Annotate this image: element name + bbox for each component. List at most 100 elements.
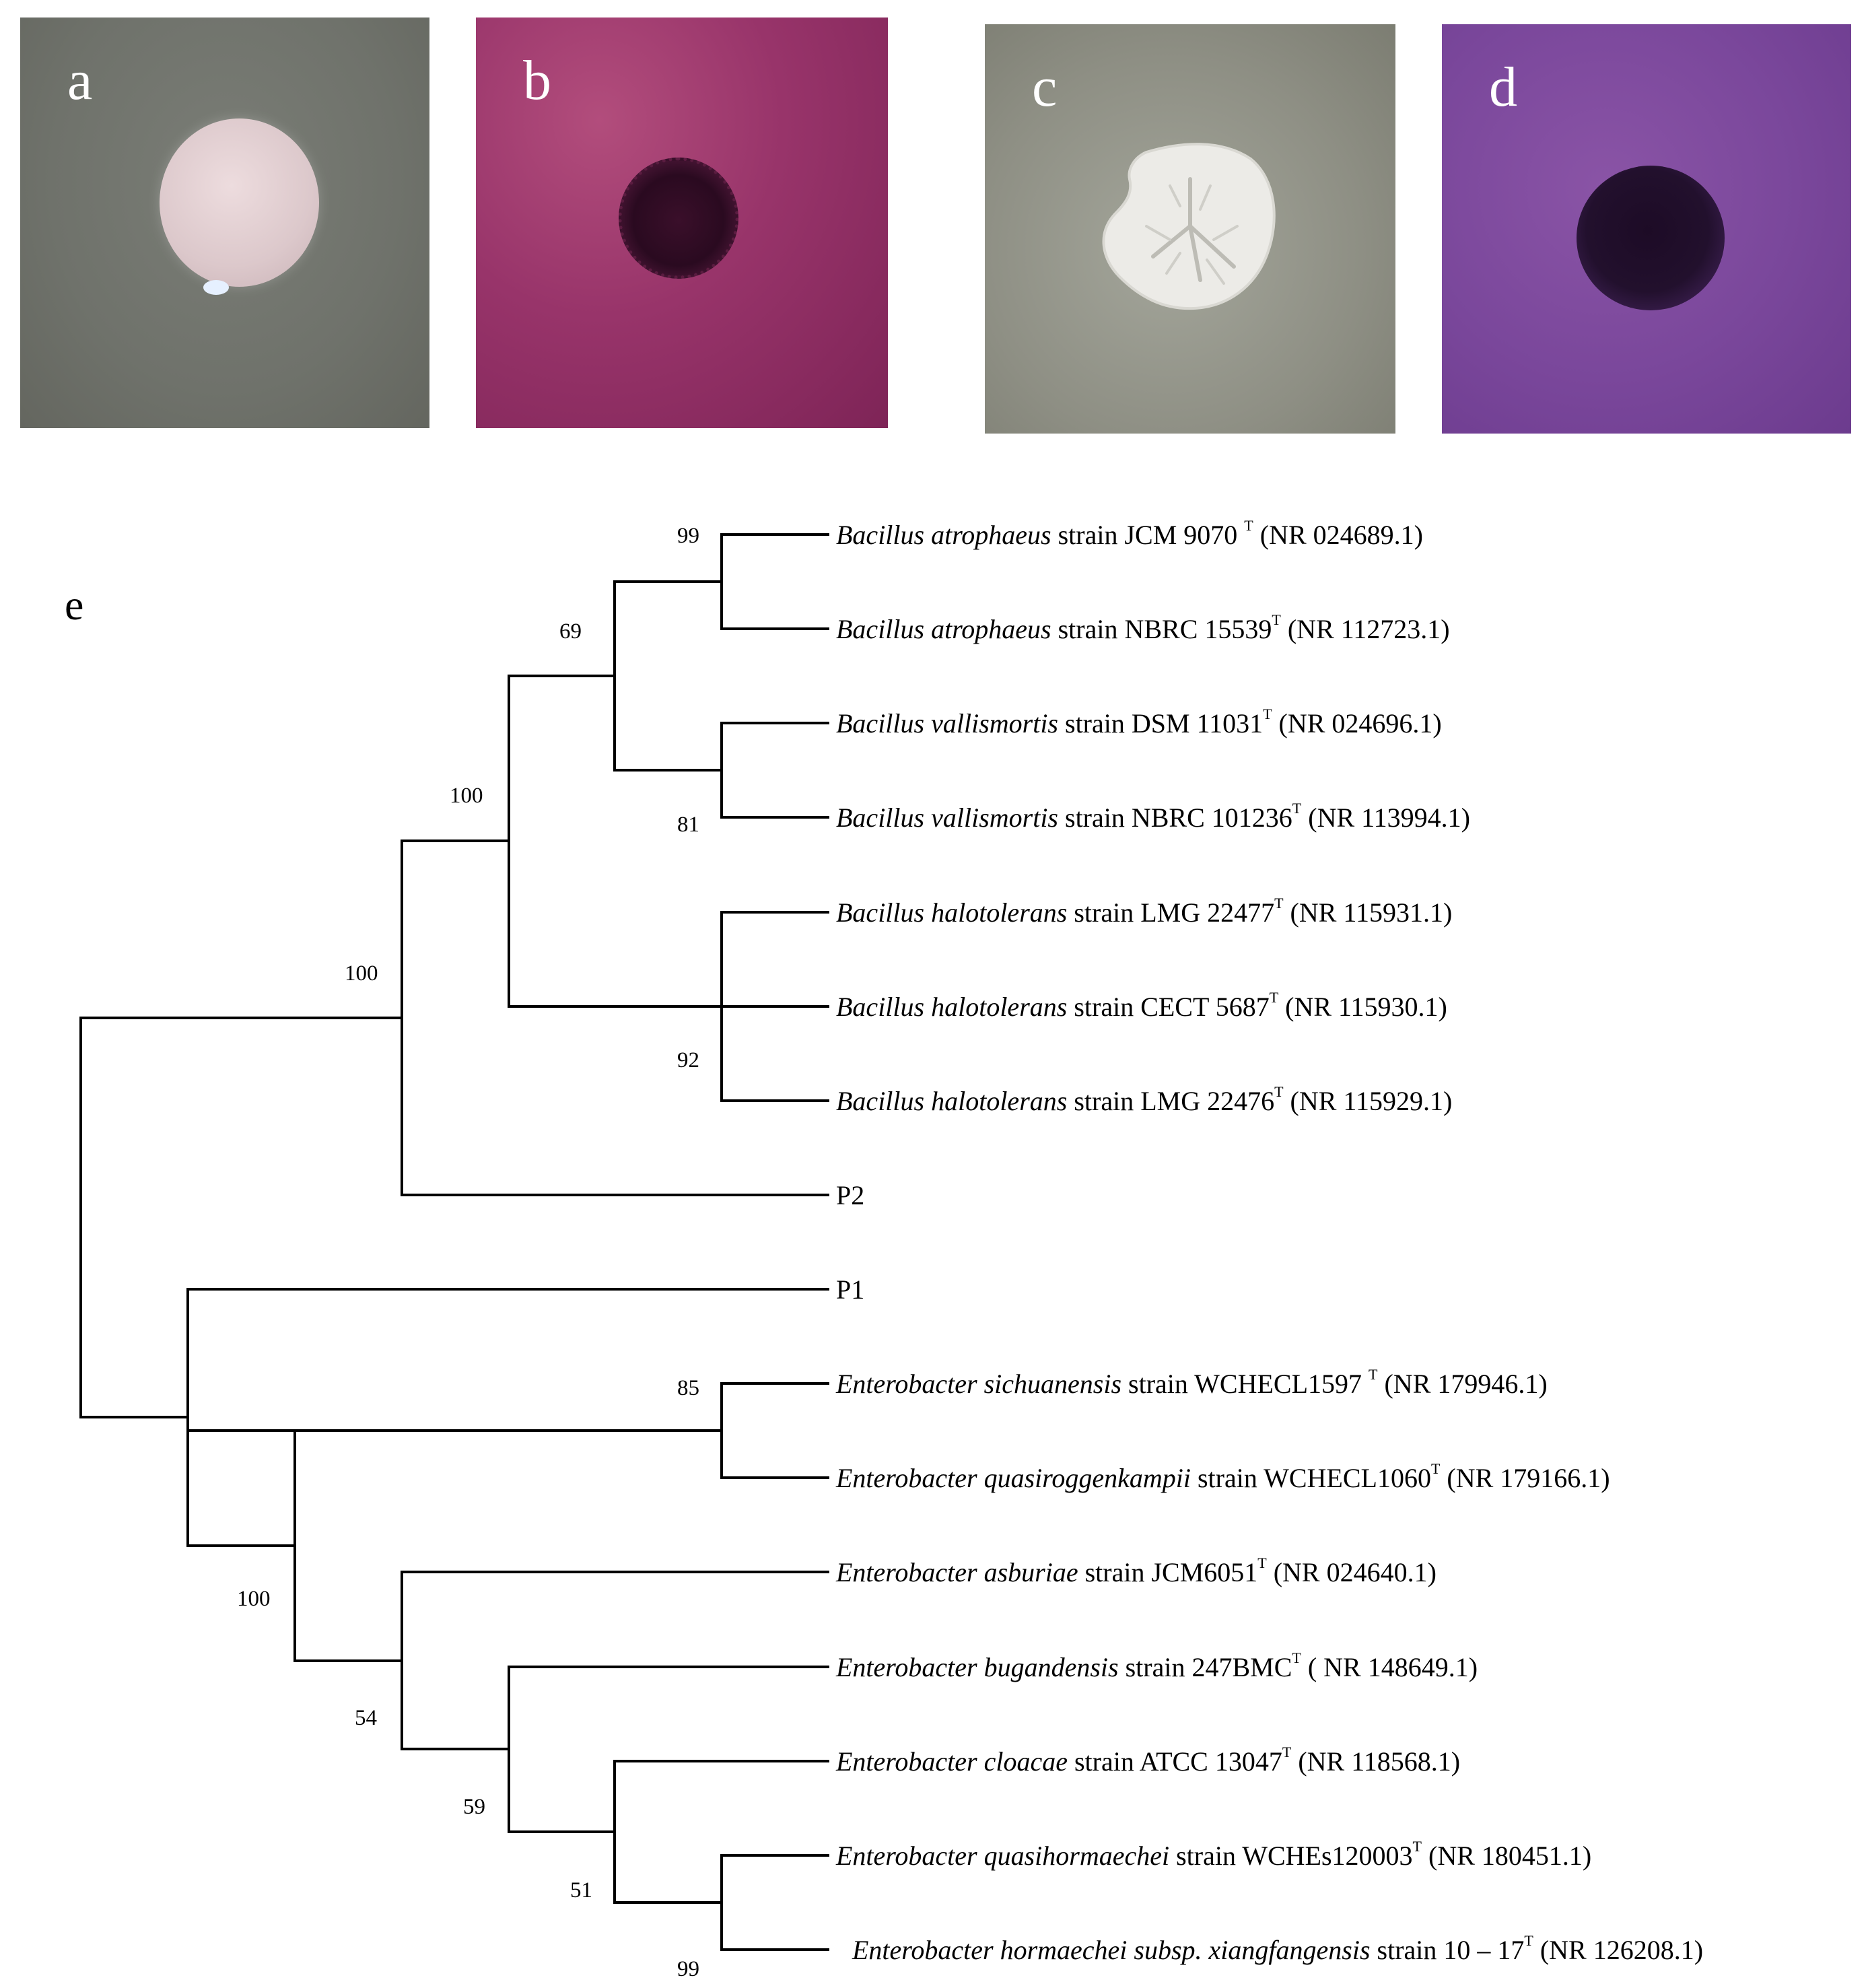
type-strain-mark: T <box>1263 706 1272 722</box>
taxon-strain: strain JCM 9070 <box>1051 520 1245 550</box>
panel-letter-e: e <box>65 581 83 629</box>
taxon-accession: (NR 118568.1) <box>1291 1746 1460 1777</box>
taxon-species-name: Bacillus halotolerans <box>836 1086 1067 1116</box>
taxon-strain: strain NBRC 15539 <box>1051 614 1272 644</box>
type-strain-mark: T <box>1282 1744 1292 1760</box>
bootstrap-value: 59 <box>463 1795 485 1819</box>
tree-branches <box>79 533 829 1951</box>
taxon-label: Enterobacter sichuanensis strain WCHECL1… <box>835 1366 1548 1399</box>
taxon-strain: P1 <box>836 1274 864 1305</box>
taxon-accession: (NR 180451.1) <box>1422 1841 1591 1871</box>
taxon-label: Enterobacter quasihormaechei strain WCHE… <box>835 1838 1591 1871</box>
taxon-label: Enterobacter quasiroggenkampii strain WC… <box>835 1460 1610 1493</box>
taxon-species-name: Enterobacter quasihormaechei <box>835 1841 1169 1871</box>
taxon-accession: (NR 115931.1) <box>1284 897 1453 928</box>
type-strain-mark: T <box>1244 517 1253 534</box>
type-strain-mark: T <box>1274 1083 1284 1100</box>
taxon-species-name: Enterobacter quasiroggenkampii <box>835 1463 1191 1493</box>
taxon-accession: (NR 115929.1) <box>1284 1086 1453 1116</box>
taxon-accession: (NR 179166.1) <box>1440 1463 1610 1493</box>
taxon-label: Enterobacter asburiae strain JCM6051T (N… <box>835 1554 1437 1587</box>
taxon-accession: (NR 024696.1) <box>1272 708 1442 739</box>
taxon-accession: ( NR 148649.1) <box>1301 1652 1478 1682</box>
taxon-species-name: Bacillus atrophaeus <box>836 614 1051 644</box>
taxon-label: Enterobacter hormaechei subsp. xiangfang… <box>852 1932 1703 1965</box>
type-strain-mark: T <box>1257 1554 1267 1571</box>
taxon-accession: (NR 024640.1) <box>1267 1557 1437 1587</box>
taxon-species-name: Enterobacter asburiae <box>835 1557 1078 1587</box>
panel-letter-c: c <box>1032 56 1058 118</box>
colony-d <box>1577 166 1725 310</box>
type-strain-mark: T <box>1369 1366 1378 1383</box>
bootstrap-value: 81 <box>677 813 699 837</box>
taxon-strain: strain WCHECL1597 <box>1121 1369 1369 1399</box>
type-strain-mark: T <box>1272 611 1281 628</box>
taxon-labels: Bacillus atrophaeus strain JCM 9070 T (N… <box>835 517 1703 1965</box>
taxon-label: Bacillus atrophaeus strain NBRC 15539T (… <box>836 611 1450 644</box>
bootstrap-value: 92 <box>677 1048 699 1072</box>
bootstrap-value: 100 <box>237 1587 271 1611</box>
taxon-accession: (NR 115930.1) <box>1278 992 1447 1022</box>
taxon-strain: strain LMG 22476 <box>1067 1086 1274 1116</box>
taxon-accession: (NR 112723.1) <box>1281 614 1450 644</box>
bootstrap-value: 100 <box>450 784 483 808</box>
taxon-strain: strain DSM 11031 <box>1058 708 1263 739</box>
taxon-strain: strain LMG 22477 <box>1067 897 1274 928</box>
taxon-label: Bacillus atrophaeus strain JCM 9070 T (N… <box>836 517 1423 550</box>
taxon-label: Bacillus halotolerans strain CECT 5687T … <box>836 989 1447 1022</box>
colony-photo-a: a <box>20 18 429 428</box>
taxon-accession: (NR 113994.1) <box>1301 802 1470 833</box>
colony-photo-b: b <box>476 18 888 428</box>
taxon-species-name: Bacillus vallismortis <box>836 802 1058 833</box>
bootstrap-value: 54 <box>355 1706 377 1730</box>
type-strain-mark: T <box>1292 1649 1301 1666</box>
taxon-strain: strain JCM6051 <box>1078 1557 1258 1587</box>
taxon-species-name: Enterobacter bugandensis <box>835 1652 1119 1682</box>
taxon-accession: (NR 024689.1) <box>1253 520 1423 550</box>
colony-photo-c: c <box>985 24 1395 434</box>
taxon-label: Enterobacter cloacae strain ATCC 13047T … <box>835 1744 1460 1777</box>
type-strain-mark: T <box>1292 800 1302 817</box>
taxon-strain: strain CECT 5687 <box>1067 992 1269 1022</box>
taxon-strain: strain 247BMC <box>1119 1652 1292 1682</box>
taxon-label: P2 <box>836 1180 864 1210</box>
taxon-label: Enterobacter bugandensis strain 247BMCT … <box>835 1649 1478 1682</box>
taxon-accession: (NR 126208.1) <box>1533 1935 1703 1965</box>
taxon-label: Bacillus vallismortis strain DSM 11031T … <box>836 706 1442 739</box>
colony-c <box>1102 143 1276 310</box>
taxon-species-name: Enterobacter cloacae <box>835 1746 1068 1777</box>
taxon-species-name: Bacillus atrophaeus <box>836 520 1051 550</box>
panel-letter-d: d <box>1489 56 1517 118</box>
taxon-label: P1 <box>836 1274 864 1305</box>
colony-b <box>619 158 738 279</box>
taxon-species-name: Bacillus halotolerans <box>836 897 1067 928</box>
bootstrap-value: 85 <box>677 1376 699 1400</box>
panel-letter-b: b <box>523 49 551 112</box>
taxon-strain: strain 10 – 17 <box>1371 1935 1525 1965</box>
type-strain-mark: T <box>1524 1932 1533 1949</box>
taxon-species-name: Enterobacter sichuanensis <box>835 1369 1121 1399</box>
taxon-label: Bacillus halotolerans strain LMG 22476T … <box>836 1083 1452 1116</box>
type-strain-mark: T <box>1270 989 1279 1006</box>
taxon-accession: (NR 179946.1) <box>1377 1369 1547 1399</box>
taxon-strain: strain WCHEs120003 <box>1169 1841 1412 1871</box>
bootstrap-value: 99 <box>677 524 699 548</box>
bootstrap-values: 99 69 81 100 92 100 85 100 54 59 51 99 <box>237 524 699 1981</box>
colony-photo-d: d <box>1442 24 1851 434</box>
bootstrap-value: 69 <box>559 619 582 644</box>
taxon-species-name: Bacillus halotolerans <box>836 992 1067 1022</box>
taxon-strain: strain WCHECL1060 <box>1191 1463 1431 1493</box>
taxon-label: Bacillus vallismortis strain NBRC 101236… <box>836 800 1470 833</box>
bootstrap-value: 51 <box>570 1878 592 1903</box>
taxon-strain: P2 <box>836 1180 864 1210</box>
bootstrap-value: 99 <box>677 1957 699 1981</box>
type-strain-mark: T <box>1274 895 1284 912</box>
taxon-strain: strain NBRC 101236 <box>1058 802 1292 833</box>
taxon-species-name: Bacillus vallismortis <box>836 708 1058 739</box>
colony-a-glint <box>203 280 229 295</box>
bootstrap-value: 100 <box>345 961 378 986</box>
colony-a <box>160 118 319 287</box>
type-strain-mark: T <box>1431 1460 1441 1477</box>
taxon-label: Bacillus halotolerans strain LMG 22477T … <box>836 895 1452 928</box>
